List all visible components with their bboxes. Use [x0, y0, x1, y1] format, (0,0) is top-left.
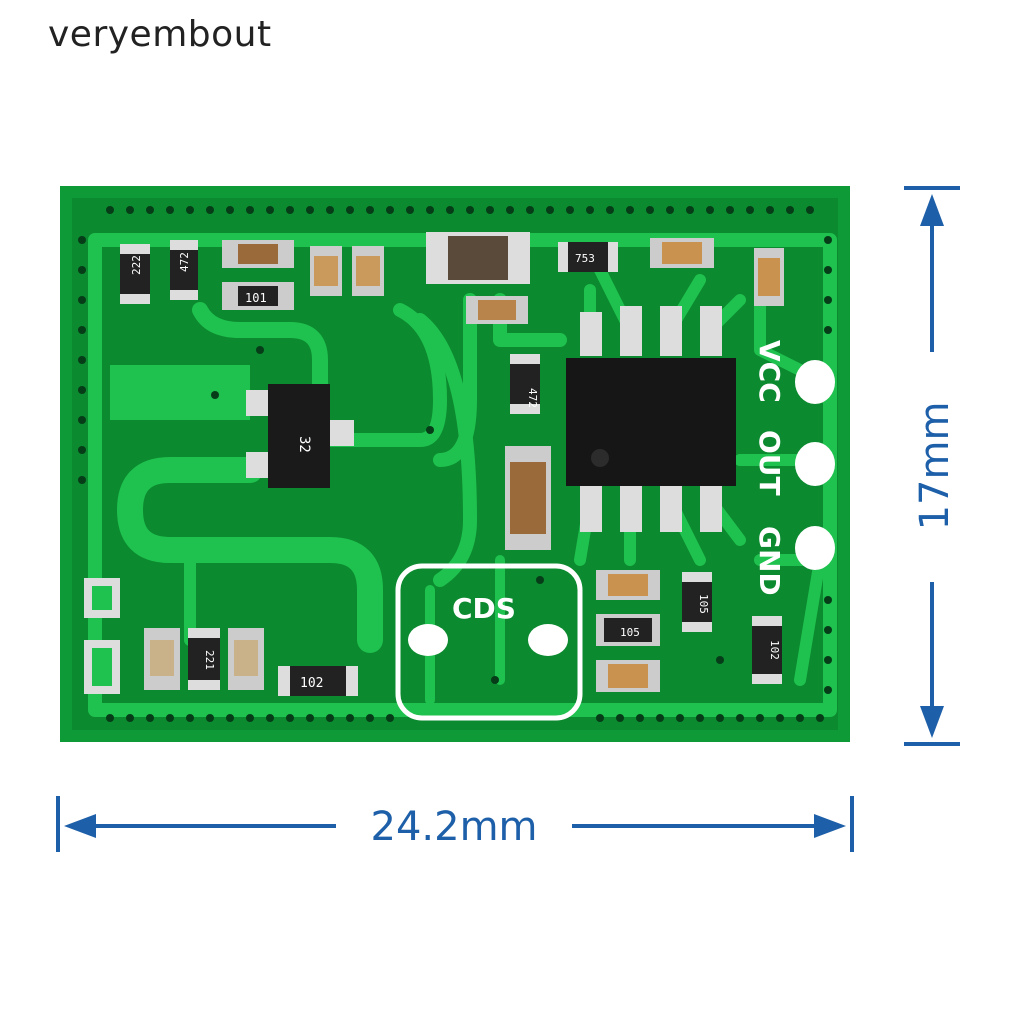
copper-traces — [88, 233, 837, 717]
label-r472: 472 — [178, 252, 191, 272]
smd-components: 222 472 101 753 — [84, 232, 784, 696]
pin-header: VCC OUT GND — [753, 340, 835, 596]
cds-label: CDS — [452, 592, 516, 625]
height-dimension — [904, 186, 960, 746]
width-dimension — [56, 796, 854, 852]
label-transistor: 32 — [296, 436, 312, 453]
label-r101: 101 — [245, 291, 267, 305]
ic-chip — [566, 306, 736, 532]
label-r472-mid: 472 — [526, 388, 539, 408]
watermark-text: veryembout — [48, 14, 272, 55]
height-label: 17mm — [912, 402, 958, 531]
label-r105-b: 105 — [697, 594, 710, 614]
label-r221: 221 — [203, 650, 216, 670]
width-label: 24.2mm — [371, 804, 538, 850]
label-r102-bottom: 102 — [300, 676, 323, 691]
cds-sensor-area: CDS — [395, 563, 583, 721]
pcb-board: 222 472 101 753 — [60, 186, 850, 742]
pin-label-gnd: GND — [753, 526, 786, 596]
label-r105-a: 105 — [620, 626, 640, 639]
pin-label-out: OUT — [753, 430, 786, 496]
pin-label-vcc: VCC — [753, 340, 786, 403]
label-r753: 753 — [575, 252, 595, 265]
label-r102-right: 102 — [768, 640, 781, 660]
label-r222: 222 — [130, 255, 143, 275]
